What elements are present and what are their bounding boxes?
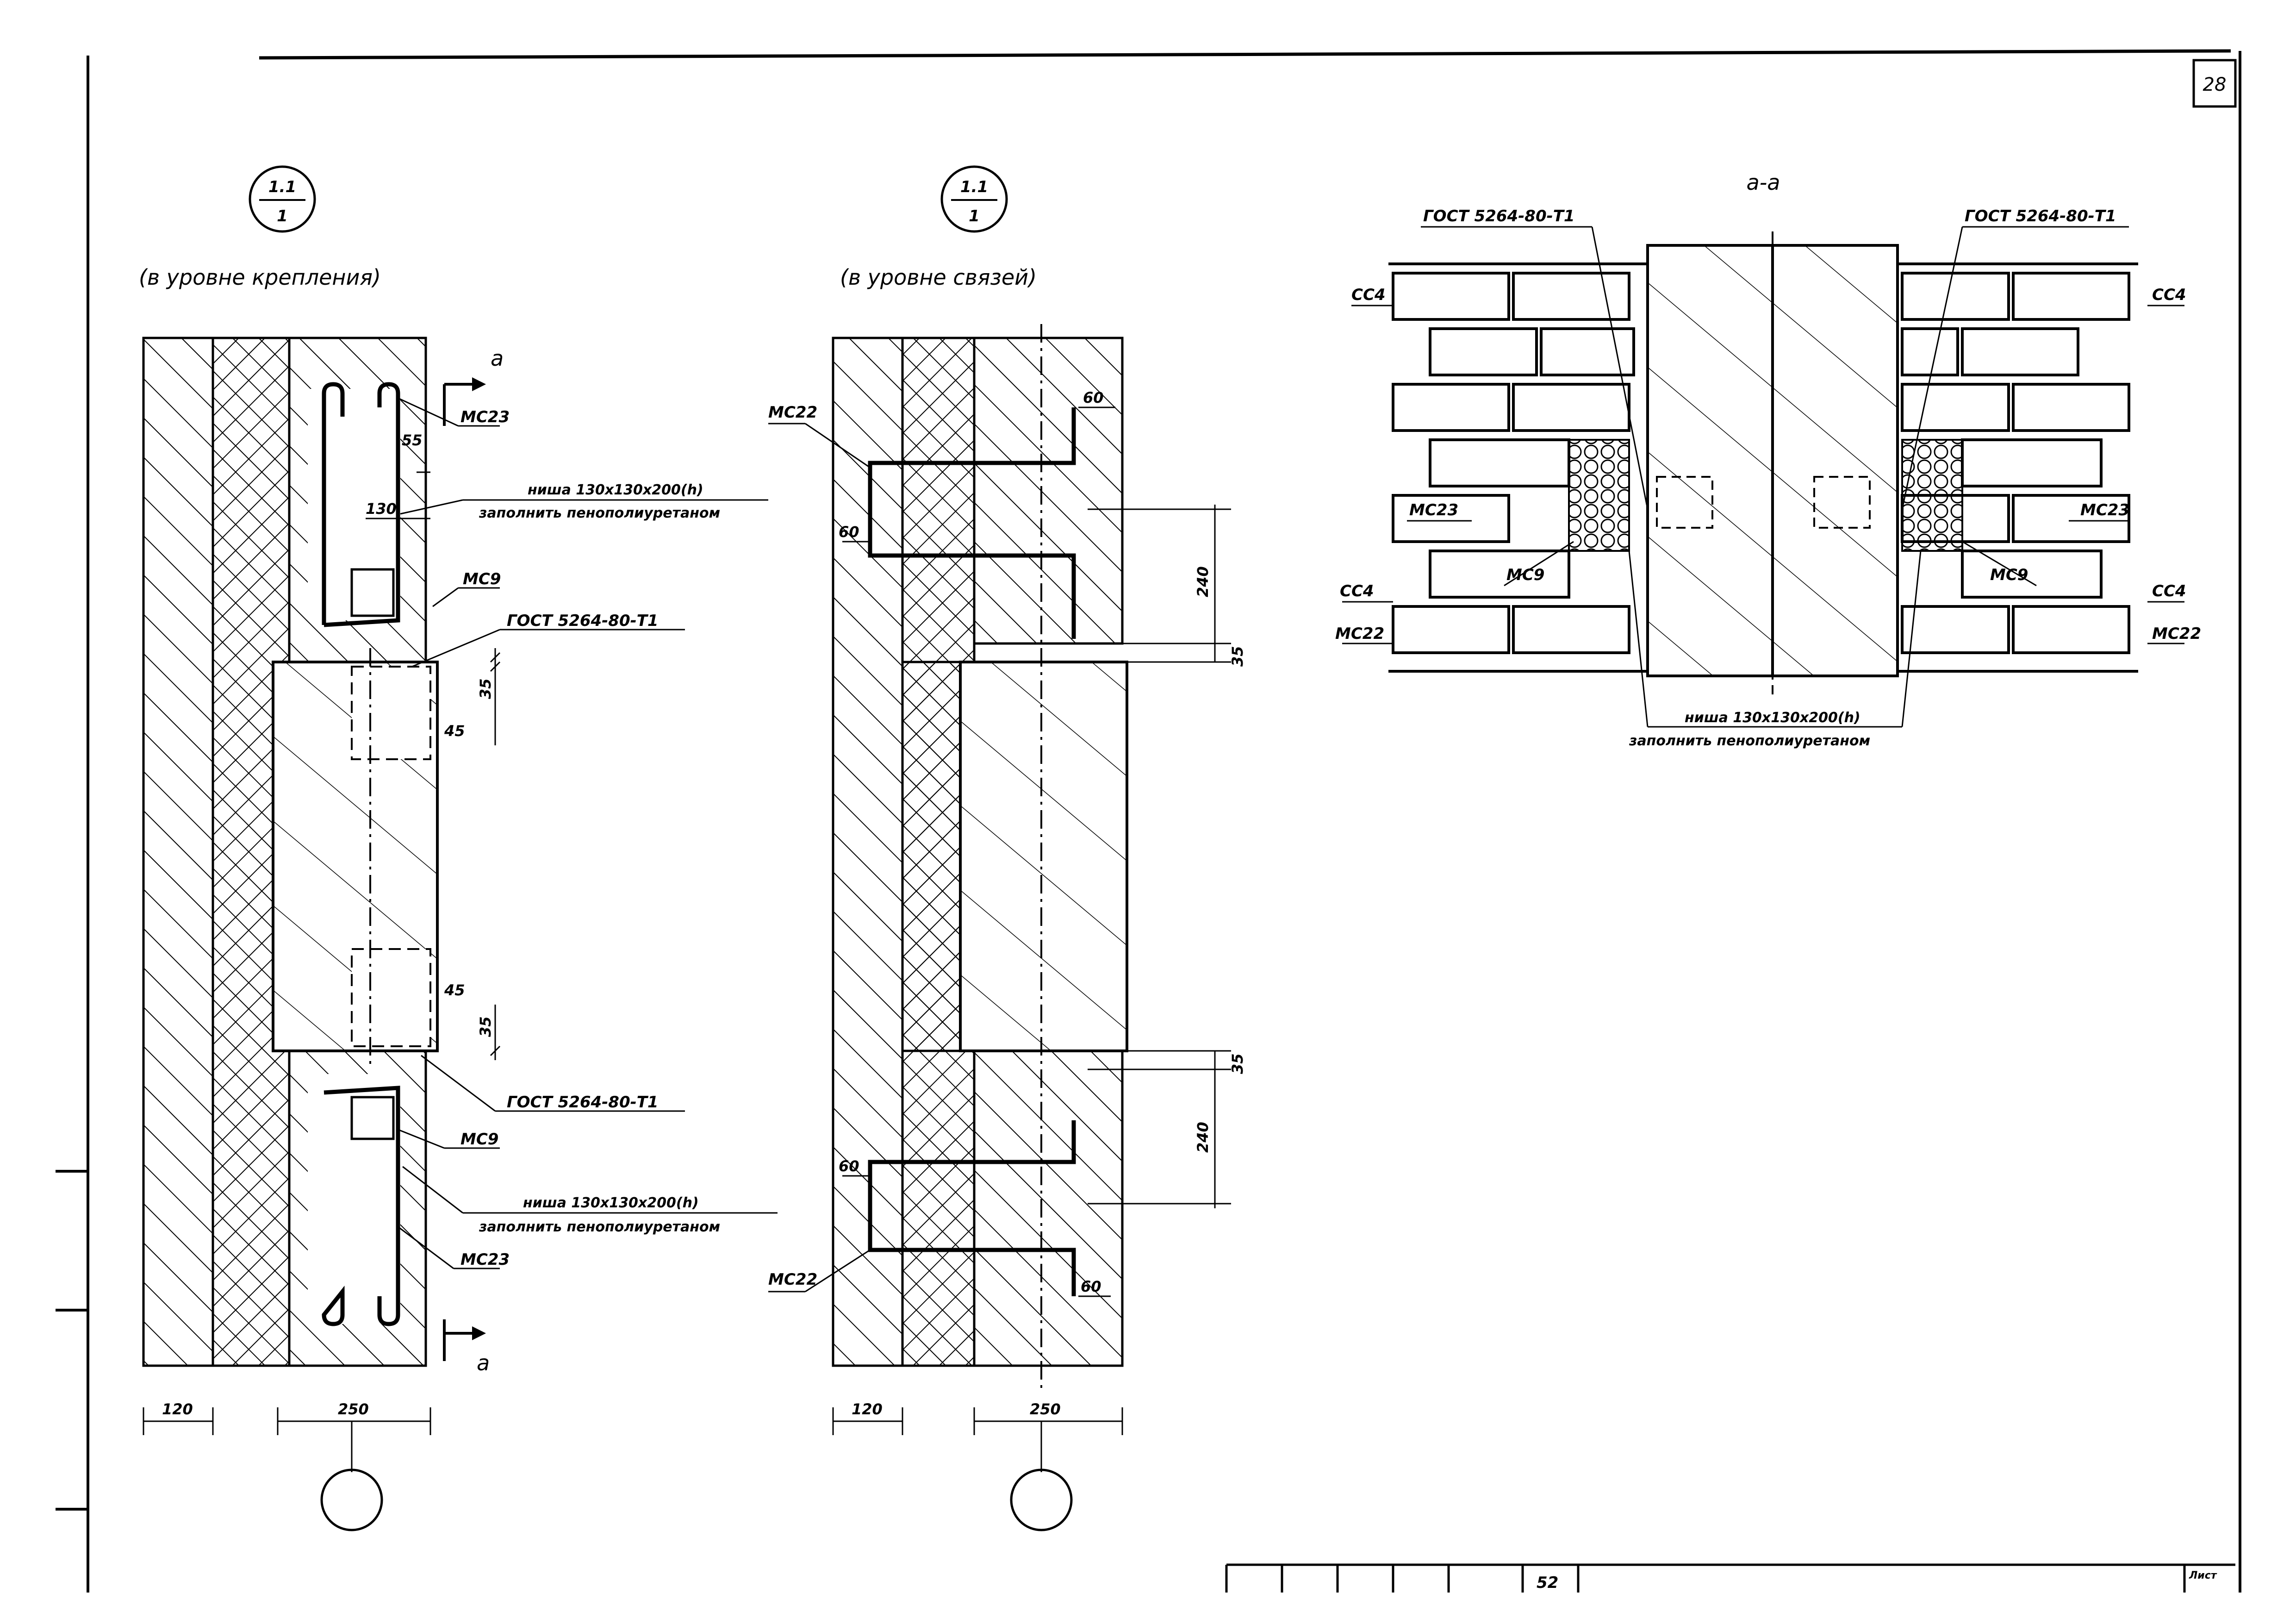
right-view: а-а [1335, 170, 2201, 749]
axis-bubble-left [320, 1468, 383, 1531]
label-mc23-bottom: МС23 [460, 1250, 510, 1269]
left-caption: (в уровне крепления) [139, 265, 381, 290]
niche-right [1901, 439, 1963, 552]
tie-mc22-upper [868, 407, 1076, 639]
dim-240-top: 240 [1194, 566, 1212, 597]
svg-text:а: а [491, 346, 504, 371]
label-niche-top-1: ниша 130х130х200(h) [528, 482, 703, 498]
label-mc9-bottom: МС9 [460, 1130, 498, 1149]
niche-left [1568, 439, 1630, 552]
label-mc9-right: МС9 [1990, 566, 2028, 584]
label-cc4-bottom-right: СС4 [2152, 582, 2186, 600]
svg-text:1: 1 [969, 207, 980, 225]
dim-60-c: 60 [839, 1157, 859, 1175]
label-niche-2: заполнить пенополиуретаном [1629, 733, 1870, 749]
label-niche-bottom-2: заполнить пенополиуретаном [479, 1219, 720, 1235]
label-niche-bottom-1: ниша 130х130х200(h) [523, 1195, 699, 1211]
dim-35-bottom: 35 [1229, 1053, 1246, 1074]
label-mc23-right: МС23 [2080, 501, 2129, 519]
dim-35-bottom: 35 [477, 1016, 494, 1037]
label-mc22-top: МС22 [768, 403, 817, 422]
column-right [1771, 244, 1899, 677]
sheet-label: Лист [2189, 1570, 2217, 1581]
label-gost-left: ГОСТ 5264-80-Т1 [1423, 207, 1575, 225]
label-gost-bottom: ГОСТ 5264-80-Т1 [507, 1093, 659, 1112]
left-callout: 1.1 1 [249, 165, 316, 233]
callout-top: 1.1 [268, 178, 296, 196]
label-gost-top: ГОСТ 5264-80-Т1 [507, 612, 659, 630]
plate-mc9-lower [350, 1096, 395, 1140]
axis-bubble-middle [1010, 1468, 1073, 1531]
label-niche-top-2: заполнить пенополиуретаном [479, 505, 720, 521]
svg-text:1.1: 1.1 [960, 178, 988, 196]
column-left [1646, 244, 1774, 677]
title-block [1225, 1563, 2235, 1593]
plate-mc9-upper [350, 568, 395, 617]
dim-35-top: 35 [1229, 646, 1246, 667]
brick-wall-left [1388, 262, 1648, 673]
dim-35-top: 35 [477, 678, 494, 699]
label-niche-1: ниша 130х130х200(h) [1685, 710, 1860, 726]
page-number: 28 [2203, 74, 2227, 95]
left-dimensions [143, 471, 501, 1472]
inner-wall-upper [973, 337, 1124, 645]
anchor-mc23-lower [322, 1086, 400, 1326]
label-cc4-bottom-left: СС4 [1340, 582, 1374, 600]
outer-masonry [832, 337, 904, 1367]
anchor-mc23-upper [322, 382, 400, 627]
callout-bottom: 1 [277, 207, 288, 225]
dim-250: 250 [1030, 1400, 1061, 1418]
dim-120: 120 [162, 1400, 193, 1418]
dim-60-b: 60 [839, 523, 859, 541]
label-mc22-bottom: МС22 [768, 1270, 817, 1289]
label-mc9-top: МС9 [463, 570, 501, 588]
label-mc22-right: МС22 [2152, 625, 2201, 643]
sheet-cell: 52 [1537, 1574, 1558, 1592]
dim-60-a: 60 [1083, 389, 1104, 406]
label-gost-right: ГОСТ 5264-80-Т1 [1965, 207, 2116, 225]
label-mc9-left: МС9 [1506, 566, 1544, 584]
outer-masonry [142, 337, 214, 1367]
niche-lower [351, 948, 431, 1047]
tie-mc22-lower [868, 1120, 1076, 1296]
label-mc23-left: МС23 [1409, 501, 1458, 519]
brick-wall-right [1898, 262, 2138, 673]
dim-120: 120 [852, 1400, 883, 1418]
section-title: а-а [1747, 170, 1780, 195]
label-cc4-top-left: СС4 [1351, 286, 1386, 304]
dim-240-bottom: 240 [1194, 1122, 1212, 1153]
label-mc23-top: МС23 [460, 408, 510, 426]
left-labels [398, 397, 778, 1269]
svg-text:а: а [477, 1350, 490, 1375]
dim-60-d: 60 [1081, 1278, 1101, 1295]
page-number-box: 28 [2192, 59, 2237, 108]
middle-caption: (в уровне связей) [840, 265, 1037, 290]
middle-view: 1.1 1 (в уровне связей) [768, 165, 1246, 1531]
label-cc4-top-right: СС4 [2152, 286, 2186, 304]
left-view: 1.1 1 (в уровне крепления) [139, 165, 778, 1531]
dim-45-bottom: 45 [444, 981, 465, 999]
label-mc22-left: МС22 [1335, 625, 1384, 643]
dim-250: 250 [338, 1400, 369, 1418]
dim-45-top: 45 [444, 722, 465, 740]
dim-55: 55 [402, 431, 423, 449]
middle-callout: 1.1 1 [940, 165, 1008, 233]
niche-upper [351, 666, 431, 760]
section-mark-bottom: а [443, 1319, 490, 1375]
sheet-frame [56, 49, 2241, 1593]
section-mark-top: а [443, 346, 504, 426]
dim-130: 130 [366, 500, 397, 518]
inner-wall-lower [973, 1049, 1124, 1367]
